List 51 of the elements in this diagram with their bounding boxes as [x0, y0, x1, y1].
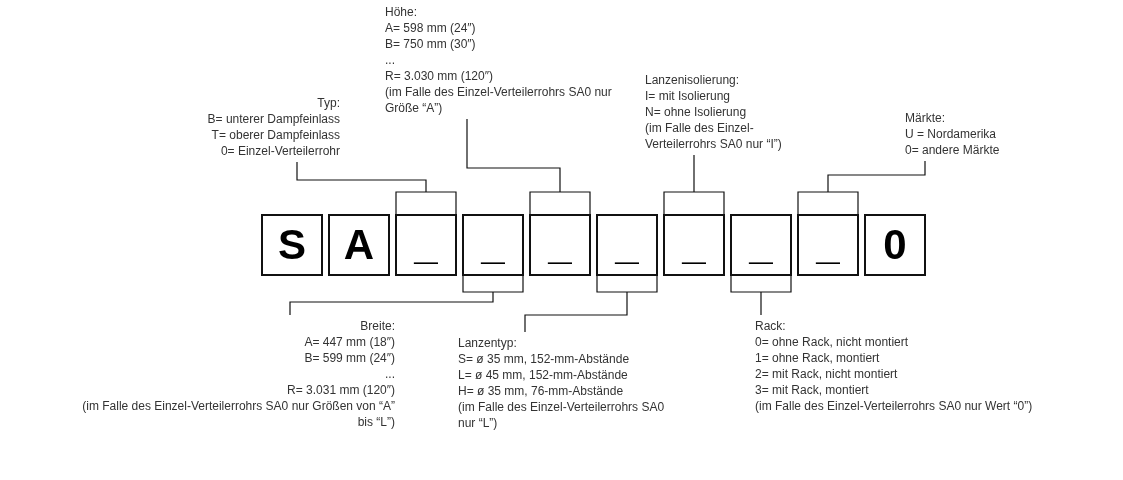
- option-text: N= ohne Isolierung: [645, 104, 747, 120]
- legend-heading: Lanzentyp:: [458, 335, 517, 351]
- option-text: 0= Einzel-Verteilerrohr: [220, 143, 340, 159]
- option-text: L= ø 45 mm, 152-mm-Abstände: [458, 367, 628, 383]
- code-character-box: S: [261, 214, 323, 276]
- option-text: ...: [385, 366, 395, 382]
- code-character-box: _: [596, 214, 658, 276]
- code-character-box: _: [529, 214, 591, 276]
- code-character-box: 0: [864, 214, 926, 276]
- bracket-leader-line: [466, 118, 591, 215]
- option-text: 0= andere Märkte: [905, 142, 1000, 158]
- bracket-leader-line: [524, 275, 658, 333]
- bracket-leader-line: [296, 161, 457, 215]
- code-character-box: _: [395, 214, 457, 276]
- option-text: (im Falle des Einzel-Verteilerrohrs SA0 nur Größe “A”): [385, 84, 613, 116]
- option-text: 1= ohne Rack, montiert: [755, 350, 880, 366]
- option-text: (im Falle des Einzel-Verteilerrohrs SA0 nur “I”): [645, 120, 783, 152]
- option-text: R= 3.030 mm (120″): [385, 68, 493, 84]
- option-text: B= 599 mm (24″): [304, 350, 395, 366]
- option-text: (im Falle des Einzel-Verteilerrohrs SA0 nur “L”): [458, 399, 666, 431]
- code-character-box: _: [730, 214, 792, 276]
- legend-heading: Rack:: [755, 318, 786, 334]
- option-text: 3= mit Rack, montiert: [755, 382, 869, 398]
- option-text: 2= mit Rack, nicht montiert: [755, 366, 898, 382]
- option-text: T= oberer Dampfeinlass: [211, 127, 340, 143]
- legend-heading: Breite:: [360, 318, 395, 334]
- option-text: B= 750 mm (30″): [385, 36, 476, 52]
- bracket-leader-line: [289, 275, 524, 316]
- legend-heading: Lanzenisolierung:: [645, 72, 740, 88]
- option-text: I= mit Isolierung: [645, 88, 731, 104]
- option-text: H= ø 35 mm, 76-mm-Abstände: [458, 383, 624, 399]
- option-text: 0= ohne Rack, nicht montiert: [755, 334, 909, 350]
- option-text: ...: [385, 52, 395, 68]
- option-text: (im Falle des Einzel-Verteilerrohrs SA0 nur Größen von “A” bis “L”): [81, 398, 395, 430]
- option-text: S= ø 35 mm, 152-mm-Abstände: [458, 351, 630, 367]
- code-character-box: _: [663, 214, 725, 276]
- legend-heading: Märkte:: [905, 110, 945, 126]
- option-text: B= unterer Dampfeinlass: [207, 111, 340, 127]
- option-text: R= 3.031 mm (120″): [287, 382, 395, 398]
- legend-heading: Höhe:: [385, 4, 418, 20]
- bracket-leader-line: [663, 154, 725, 215]
- bracket-leader-line: [797, 160, 926, 215]
- option-text: A= 447 mm (18″): [304, 334, 395, 350]
- legend-heading: Typ:: [317, 95, 340, 111]
- code-character-box: A: [328, 214, 390, 276]
- option-text: U = Nordamerika: [905, 126, 997, 142]
- code-character-box: _: [797, 214, 859, 276]
- bracket-leader-line: [730, 275, 792, 316]
- option-text: (im Falle des Einzel-Verteilerrohrs SA0 nur Wert “0”): [755, 398, 1033, 414]
- option-text: A= 598 mm (24″): [385, 20, 476, 36]
- code-character-box: _: [462, 214, 524, 276]
